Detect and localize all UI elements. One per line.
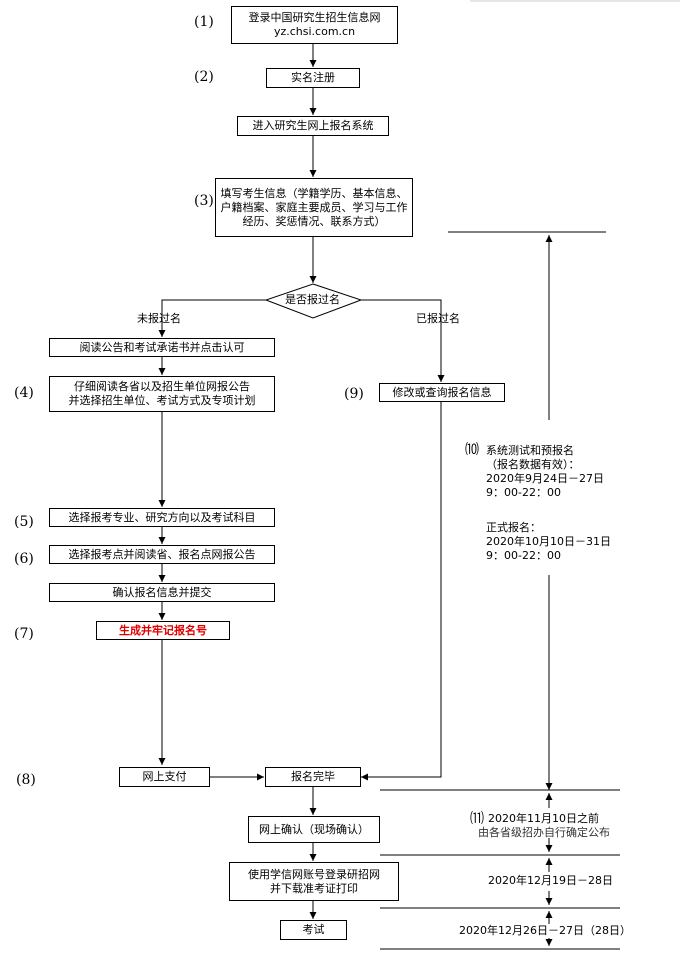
print-ticket-box: 使用学信网账号登录研招网 并下载准考证打印 — [229, 862, 399, 901]
login-box: 登录中国研究生招生信息网 yz.chsi.com.cn — [231, 6, 398, 44]
generate-number-box: 生成并牢记报名号 — [96, 621, 230, 640]
step-number-9: (9) — [344, 386, 364, 402]
branch-registered: 已报过名 — [416, 312, 460, 325]
branch-not-registered: 未报过名 — [137, 312, 181, 325]
step-number-8: (8) — [16, 772, 36, 788]
modify-query-box: 修改或查询报名信息 — [379, 383, 505, 402]
read-units-box: 仔细阅读各省以及招生单位网报公告 并选择招生单位、考试方式及专项计划 — [49, 376, 275, 412]
step-number-2: (2) — [194, 69, 214, 85]
print-date-text: 2020年12月19日－28日 — [488, 874, 613, 888]
formal-text: 正式报名： 2020年10月10日－31日 9：00-22：00 — [486, 521, 636, 563]
fill-info-box: 填写考生信息（学籍学历、基本信息、户籍档案、家庭主要成员、学习与工作经历、奖惩情… — [215, 178, 413, 237]
step-number-4: (4) — [14, 385, 34, 401]
prereg-text: 系统测试和预报名 （报名数据有效）： 2020年9月24日－27日 9：00-2… — [486, 444, 636, 500]
step-number-11: ⑾ — [470, 811, 484, 827]
decision-diamond — [264, 283, 363, 319]
step-number-7: (7) — [14, 626, 34, 642]
confirm-note-text: 由各省级招办自行确定公布 — [478, 826, 610, 839]
read-notice-box: 阅读公告和考试承诺书并点击认可 — [49, 338, 275, 357]
decision-label: 是否报过名 — [285, 293, 340, 306]
step-number-1: (1) — [194, 14, 214, 30]
exam-box: 考试 — [280, 920, 347, 940]
step-number-3: (3) — [194, 193, 214, 209]
registration-done-box: 报名完毕 — [265, 767, 361, 787]
onsite-confirm-box: 网上确认（现场确认） — [248, 816, 380, 843]
confirm-submit-box: 确认报名信息并提交 — [49, 583, 275, 602]
enter-system-box: 进入研究生网上报名系统 — [237, 116, 389, 136]
confirm-date-text: 2020年11月10日之前 — [488, 812, 599, 825]
step-number-10: ⑽ — [465, 442, 479, 458]
exam-date-text: 2020年12月26日－27日（28日） — [459, 924, 631, 938]
select-major-box: 选择报考专业、研究方向以及考试科目 — [49, 508, 275, 527]
step-number-5: (5) — [14, 514, 34, 530]
online-pay-box: 网上支付 — [119, 767, 210, 787]
step-number-6: (6) — [14, 551, 34, 567]
register-box: 实名注册 — [266, 68, 360, 88]
select-site-box: 选择报考点并阅读省、报名点网报公告 — [49, 545, 275, 564]
